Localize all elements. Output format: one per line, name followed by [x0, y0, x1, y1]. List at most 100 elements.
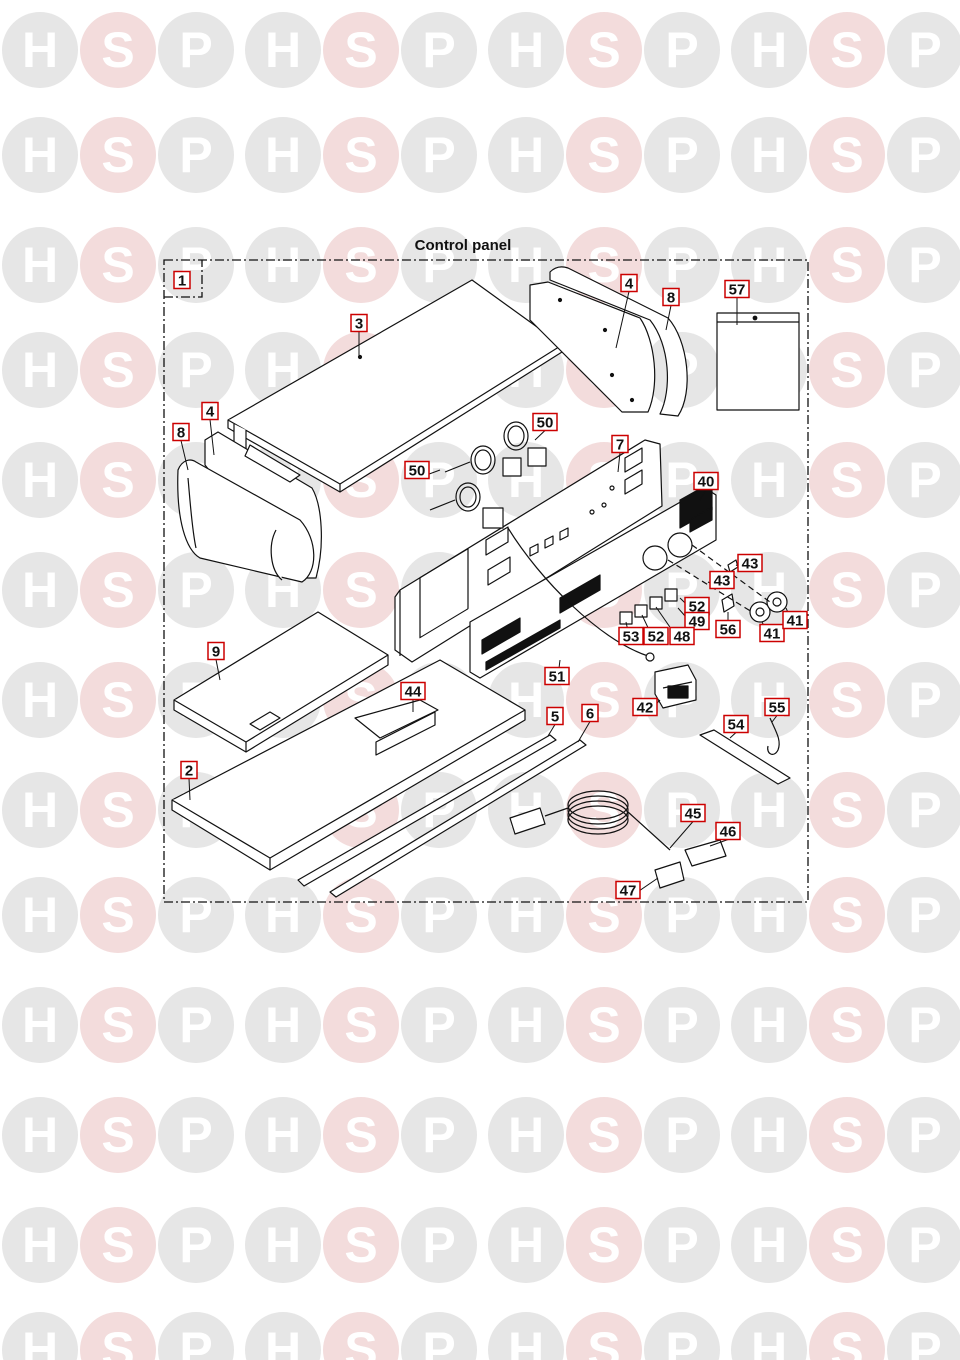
- callout-label: 2: [185, 763, 193, 780]
- document-bag-part: [716, 312, 800, 411]
- watermark-badge: P: [887, 662, 960, 738]
- watermark-letter: H: [751, 452, 787, 508]
- watermark-badge: P: [644, 1097, 720, 1173]
- watermark-letter: S: [830, 342, 863, 398]
- hook-part: [767, 717, 780, 755]
- callout-label: 51: [549, 669, 566, 686]
- callout-9: 9: [207, 641, 225, 661]
- watermark-letter: H: [751, 237, 787, 293]
- watermark-badge: H: [731, 227, 807, 303]
- watermark-badge: S: [809, 987, 885, 1063]
- base-tray-part: [171, 659, 526, 871]
- watermark-letter: P: [665, 887, 698, 943]
- callout-label: 52: [648, 629, 665, 646]
- watermark-badge: P: [887, 772, 960, 848]
- terminal-block-part: [354, 699, 439, 756]
- watermark-letter: H: [508, 1217, 544, 1273]
- watermark-badge: H: [2, 987, 78, 1063]
- watermark-badge: S: [80, 12, 156, 88]
- watermark-badge: S: [80, 442, 156, 518]
- watermark-badge: H: [731, 442, 807, 518]
- watermark-letter: P: [179, 562, 212, 618]
- watermark-badge: P: [158, 12, 234, 88]
- watermark-letter: P: [665, 1217, 698, 1273]
- watermark-letter: H: [22, 997, 58, 1053]
- watermark-letter: S: [830, 672, 863, 728]
- watermark-letter: H: [265, 1107, 301, 1163]
- callout-40: 40: [693, 471, 719, 491]
- watermark-badge: P: [887, 552, 960, 628]
- watermark-letter: H: [751, 997, 787, 1053]
- watermark-badge: S: [323, 552, 399, 628]
- callout-label: 8: [667, 290, 675, 307]
- watermark-letter: S: [830, 22, 863, 78]
- callout-label: 50: [537, 415, 554, 432]
- watermark-letter: P: [422, 887, 455, 943]
- watermark-badge: H: [2, 117, 78, 193]
- watermark-letter: S: [344, 997, 377, 1053]
- watermark-badge: S: [566, 1207, 642, 1283]
- watermark-badge: S: [323, 12, 399, 88]
- watermark-letter: S: [587, 1107, 620, 1163]
- watermark-letter: S: [101, 562, 134, 618]
- callout-label: 44: [405, 684, 422, 701]
- watermark-letter: H: [508, 22, 544, 78]
- watermark-letter: P: [179, 1322, 212, 1360]
- watermark-letter: S: [101, 22, 134, 78]
- watermark-badge: P: [887, 877, 960, 953]
- watermark-letter: S: [344, 1107, 377, 1163]
- watermark-badge: S: [809, 772, 885, 848]
- watermark-badge: S: [566, 1097, 642, 1173]
- watermark-letter: S: [344, 1217, 377, 1273]
- watermark-letter: H: [508, 1107, 544, 1163]
- callout-48: 48: [669, 626, 695, 646]
- watermark-letter: P: [179, 127, 212, 183]
- display-module-part: [654, 664, 697, 709]
- watermark-letter: H: [751, 1217, 787, 1273]
- leader-line: [209, 419, 215, 456]
- watermark-badge: H: [245, 12, 321, 88]
- watermark-badge: H: [731, 12, 807, 88]
- watermark-badge: H: [488, 1312, 564, 1360]
- watermark-badge: H: [488, 117, 564, 193]
- watermark-badge: H: [245, 1312, 321, 1360]
- callout-6: 6: [581, 703, 599, 723]
- watermark-letter: S: [101, 997, 134, 1053]
- watermark-badge: S: [80, 662, 156, 738]
- watermark-letter: H: [265, 887, 301, 943]
- callout-label: 8: [177, 425, 185, 442]
- leader-line: [215, 659, 221, 681]
- watermark-badge: H: [488, 987, 564, 1063]
- watermark-badge: H: [488, 227, 564, 303]
- leader-line: [699, 489, 707, 501]
- cable-loom-part: [509, 790, 727, 889]
- callout-1: 1: [173, 270, 191, 290]
- watermark-letter: H: [22, 452, 58, 508]
- watermark-letter: H: [22, 1322, 58, 1360]
- watermark-badge: H: [731, 1207, 807, 1283]
- callout-label: 41: [764, 626, 781, 643]
- watermark-letter: S: [830, 997, 863, 1053]
- watermark-letter: P: [179, 997, 212, 1053]
- watermark-letter: H: [751, 782, 787, 838]
- watermark-badge: S: [566, 877, 642, 953]
- watermark-badge: S: [566, 662, 642, 738]
- watermark-badge: P: [401, 1312, 477, 1360]
- watermark-badge: H: [245, 1097, 321, 1173]
- watermark-badge: H: [245, 987, 321, 1063]
- callout-label: 55: [769, 700, 786, 717]
- watermark-badge: P: [158, 1097, 234, 1173]
- callout-label: 42: [637, 700, 654, 717]
- callout-label: 49: [689, 614, 706, 631]
- watermark-badge: H: [245, 1207, 321, 1283]
- watermark-badge: H: [731, 877, 807, 953]
- watermark-letter: S: [101, 1322, 134, 1360]
- watermark-badge: H: [731, 1312, 807, 1360]
- callout-4: 4: [620, 273, 638, 293]
- callout-54: 54: [723, 714, 749, 734]
- leader-line: [617, 452, 621, 473]
- watermark-letter: H: [751, 1107, 787, 1163]
- rail-parts: [297, 734, 587, 898]
- watermark-letter: S: [830, 1217, 863, 1273]
